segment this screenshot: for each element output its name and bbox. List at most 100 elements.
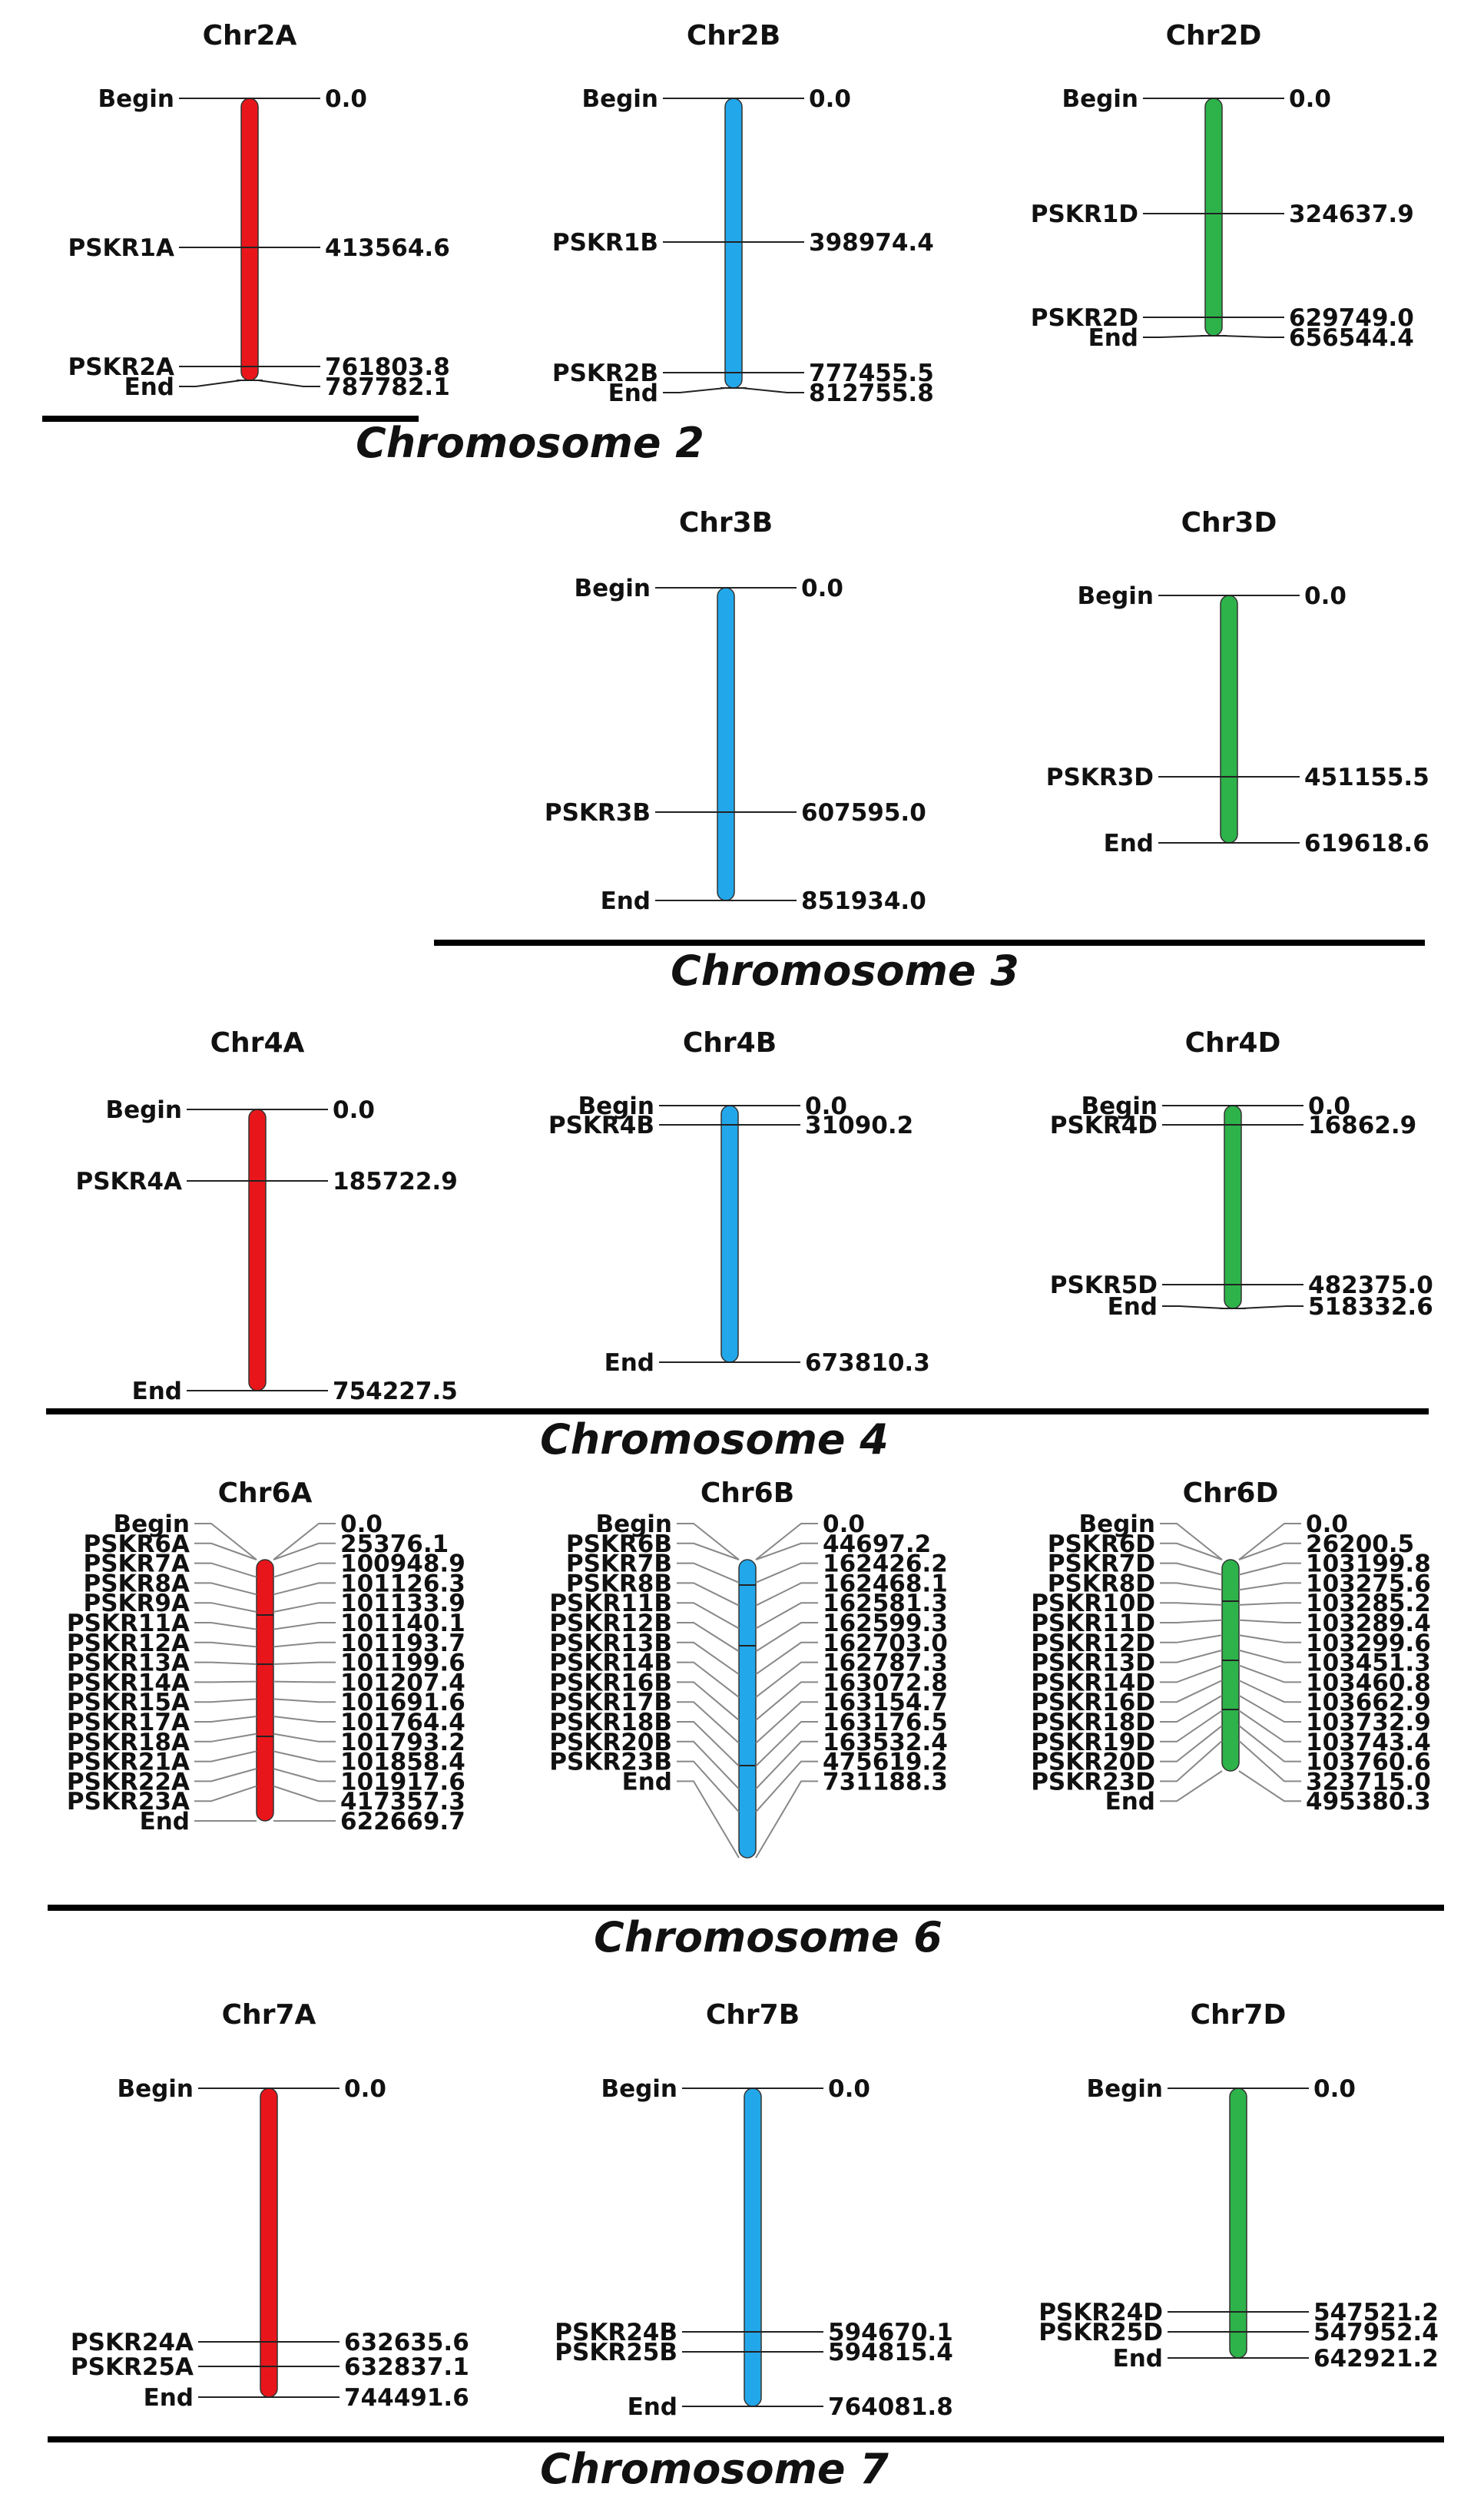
marker-connector: [755, 1701, 818, 1744]
marker-connector: [257, 380, 320, 387]
marker-connector: [194, 1582, 257, 1596]
marker-position: 0.0: [823, 1511, 865, 1538]
marker-label: End: [628, 2393, 677, 2421]
marker-connector: [1238, 1725, 1301, 1763]
section-title: Chromosome 4: [540, 1415, 889, 1464]
marker-label: PSKR6D: [1048, 1530, 1155, 1558]
marker-position: 101764.4: [340, 1709, 465, 1736]
section-title: Chromosome 2: [356, 419, 704, 467]
section-title: Chromosome 6: [594, 1913, 942, 1962]
marker-position: 101858.4: [340, 1749, 465, 1776]
marker-label: PSKR16B: [549, 1669, 672, 1696]
marker-connector: [677, 1780, 740, 1859]
marker-label: End: [132, 1378, 182, 1405]
marker-position: 594670.1: [828, 2319, 953, 2346]
marker-label: Begin: [1078, 1511, 1155, 1538]
marker-connector: [273, 1716, 336, 1723]
chromosome-bar: [1221, 1559, 1240, 1772]
marker-connector: [755, 1622, 818, 1653]
marker-connector: [663, 387, 726, 393]
marker-position: 547952.4: [1313, 2319, 1439, 2346]
marker-connector: [1238, 1649, 1301, 1663]
marker-position: 764081.8: [828, 2393, 953, 2421]
marker-connector: [677, 1661, 740, 1698]
marker-label: PSKR24B: [555, 2319, 677, 2346]
marker-label: End: [622, 1768, 672, 1796]
marker-connector: [1238, 1602, 1301, 1606]
marker-label: PSKR13B: [549, 1630, 672, 1657]
marker-label: PSKR10D: [1031, 1590, 1155, 1617]
marker-connector: [194, 1680, 257, 1683]
marker-connector: [755, 1780, 818, 1859]
marker-connector: [677, 1582, 740, 1607]
marker-connector: [1238, 1694, 1301, 1723]
chromosome-title: Chr2D: [1166, 20, 1262, 51]
marker-position: 101199.6: [340, 1650, 465, 1677]
marker-position: 0.0: [344, 2075, 386, 2103]
marker-label: PSKR23D: [1031, 1768, 1155, 1796]
marker-label: End: [124, 373, 174, 401]
marker-position: 101793.2: [340, 1729, 465, 1756]
chromosome-bar: [248, 1109, 267, 1391]
marker-connector: [677, 1602, 740, 1630]
marker-connector: [755, 1721, 818, 1767]
marker-connector: [677, 1562, 740, 1583]
marker-connector: [755, 1760, 818, 1812]
marker-position: 162468.1: [823, 1570, 948, 1597]
marker-position: 594815.4: [828, 2339, 953, 2366]
marker-label: End: [140, 1808, 190, 1836]
marker-position: 812755.8: [809, 380, 934, 407]
marker-connector: [273, 1698, 336, 1703]
marker-connector: [755, 1523, 818, 1560]
marker-connector: [1160, 1725, 1223, 1763]
marker-label: PSKR8D: [1048, 1570, 1155, 1597]
marker-label: PSKR18B: [549, 1709, 672, 1736]
marker-position: 324637.9: [1289, 201, 1414, 228]
marker-label: PSKR2A: [68, 353, 174, 381]
marker-label: Begin: [1062, 85, 1138, 113]
marker-label: PSKR13A: [67, 1650, 190, 1677]
marker-connector: [1238, 1523, 1301, 1560]
marker-connector: [273, 1768, 336, 1782]
marker-connector: [741, 387, 804, 393]
marker-connector: [677, 1622, 740, 1653]
marker-position: 162599.3: [823, 1610, 948, 1637]
marker-position: 0.0: [1313, 2075, 1356, 2103]
marker-label: PSKR19D: [1031, 1729, 1155, 1756]
marker-label: PSKR23B: [549, 1749, 672, 1776]
marker-position: 162426.2: [823, 1550, 948, 1578]
marker-connector: [1238, 1770, 1301, 1802]
marker-position: 413564.6: [325, 234, 450, 262]
marker-connector: [194, 1716, 257, 1723]
marker-position: 323715.0: [1306, 1768, 1431, 1796]
marker-position: 673810.3: [805, 1349, 930, 1377]
marker-label: PSKR1D: [1031, 201, 1138, 228]
marker-connector: [1238, 1664, 1301, 1683]
marker-position: 103451.3: [1306, 1650, 1431, 1677]
marker-label: PSKR3D: [1046, 764, 1154, 791]
marker-label: End: [605, 1349, 654, 1377]
marker-label: PSKR20B: [549, 1729, 672, 1756]
marker-connector: [273, 1562, 336, 1578]
marker-position: 0.0: [801, 575, 843, 602]
marker-position: 622669.7: [340, 1808, 465, 1836]
chromosome-title: Chr2B: [687, 20, 780, 51]
chromosome-bar: [256, 1559, 274, 1822]
marker-label: Begin: [1081, 1093, 1158, 1120]
marker-label: Begin: [113, 1511, 190, 1538]
marker-connector: [1143, 335, 1206, 338]
marker-label: PSKR6A: [83, 1530, 190, 1558]
marker-position: 0.0: [1308, 1093, 1350, 1120]
marker-position: 101917.6: [340, 1768, 465, 1796]
marker-position: 731188.3: [823, 1768, 948, 1796]
marker-position: 761803.8: [325, 353, 450, 381]
